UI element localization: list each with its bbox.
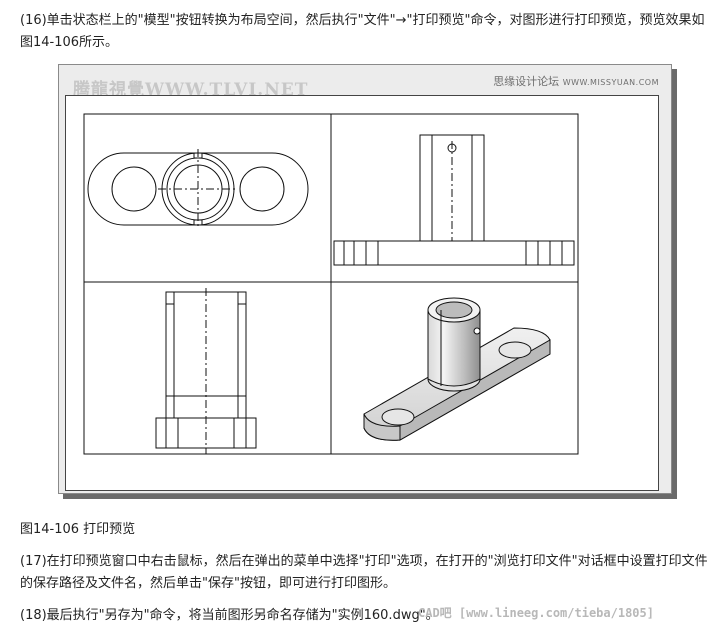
step-17-paragraph: (17)在打印预览窗口中右击鼠标，然后在弹出的菜单中选择"打印"选项，在打开的"… bbox=[20, 554, 708, 591]
figure-caption: 图14-106 打印预览 bbox=[20, 522, 136, 537]
watermark-missyuan-cn: 思缘设计论坛 bbox=[493, 75, 560, 88]
print-preview-image: 腾龍視覺WWW.TLVI.NET 思缘设计论坛 WWW.MISSYUAN.COM bbox=[58, 64, 672, 494]
preview-paper-sheet bbox=[65, 95, 659, 491]
watermark-missyuan-url: WWW.MISSYUAN.COM bbox=[562, 78, 659, 87]
front-view bbox=[333, 134, 575, 266]
side-view bbox=[155, 288, 257, 454]
top-view bbox=[87, 149, 309, 229]
step-16-paragraph: (16)单击状态栏上的"模型"按钮转换为布局空间，然后执行"文件"→"打印预览"… bbox=[20, 13, 705, 50]
watermark-missyuan: 思缘设计论坛 WWW.MISSYUAN.COM bbox=[493, 73, 659, 89]
step-18-paragraph: (18)最后执行"另存为"命令，将当前图形另命名存储为"实例160.dwg"。 bbox=[20, 608, 439, 623]
watermark-cad-tieba: CAD吧 [www.lineeg.com/tieba/1805] bbox=[418, 606, 654, 620]
isometric-view bbox=[363, 297, 551, 441]
cad-drawing bbox=[83, 113, 579, 455]
